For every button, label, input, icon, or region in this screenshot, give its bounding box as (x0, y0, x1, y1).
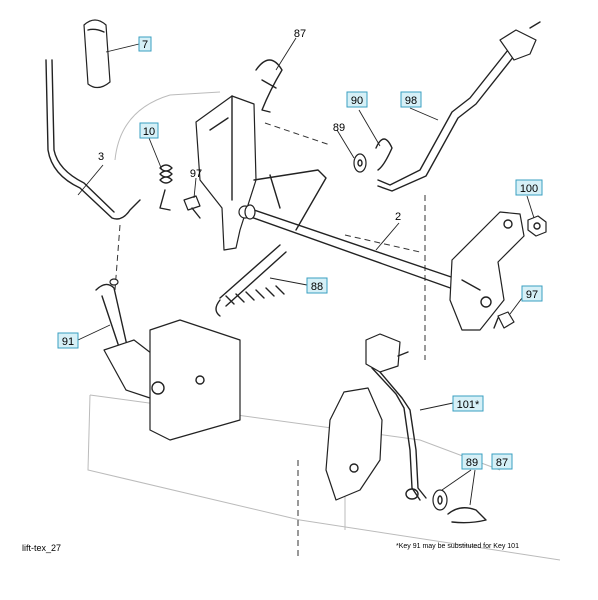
part-10-spring (159, 164, 173, 211)
svg-text:90: 90 (351, 95, 363, 107)
center-bracket (195, 95, 257, 251)
callout-3[interactable]: 3 (98, 151, 104, 163)
dashed-guides (114, 122, 426, 560)
svg-text:97: 97 (526, 289, 538, 301)
svg-text:88: 88 (311, 281, 323, 293)
svg-text:100: 100 (520, 183, 538, 195)
part-98-rod (377, 21, 541, 192)
part-97-bolt-right (493, 311, 515, 329)
diagram-id-label: lift-tex_27 (22, 543, 62, 553)
left-bracket (103, 319, 241, 441)
part-7-handle-grip (83, 19, 111, 89)
part-3-lift-handle (45, 59, 141, 220)
svg-text:3: 3 (98, 151, 104, 163)
svg-text:10: 10 (143, 126, 155, 138)
part-89-washer-lower (432, 489, 448, 511)
callout-90[interactable]: 90 (346, 91, 368, 108)
svg-text:2: 2 (395, 211, 401, 223)
callout-97-upper[interactable]: 97 (190, 168, 202, 180)
callout-101[interactable]: 101* (452, 395, 484, 412)
callout-87-lower[interactable]: 87 (491, 453, 513, 470)
callout-7[interactable]: 7 (138, 36, 152, 52)
part-100-nut (527, 215, 547, 237)
callout-2[interactable]: 2 (395, 211, 401, 223)
svg-text:97: 97 (190, 168, 202, 180)
callout-10[interactable]: 10 (139, 122, 159, 139)
callout-91[interactable]: 91 (57, 332, 79, 349)
part-87-hairpin-upper (255, 59, 283, 113)
callout-89-upper[interactable]: 89 (333, 122, 345, 134)
callout-100[interactable]: 100 (515, 179, 543, 196)
callout-88[interactable]: 88 (306, 277, 328, 294)
svg-text:98: 98 (405, 95, 417, 107)
svg-text:87: 87 (496, 457, 508, 469)
svg-text:7: 7 (142, 39, 148, 51)
callout-87-upper[interactable]: 87 (294, 28, 306, 40)
part-87-hairpin-lower (447, 507, 487, 524)
substitution-note: *Key 91 may be substituted for Key 101 (396, 543, 519, 550)
part-101-rod (365, 333, 427, 501)
part-2-lift-shaft (244, 204, 461, 291)
part-97-bolt-upper (183, 195, 201, 219)
leader-lines (77, 37, 535, 506)
svg-text:87: 87 (294, 28, 306, 40)
callout-89-lower[interactable]: 89 (461, 453, 483, 470)
callout-98[interactable]: 98 (400, 91, 422, 108)
svg-text:89: 89 (333, 122, 345, 134)
part-90-clip (375, 138, 393, 171)
lower-right-bracket (325, 387, 383, 501)
callout-97-right[interactable]: 97 (521, 285, 543, 302)
part-89-washer-upper (353, 153, 367, 173)
svg-text:101*: 101* (457, 399, 480, 411)
right-lift-arm (449, 211, 525, 331)
part-88-spring (215, 244, 287, 317)
svg-text:89: 89 (466, 457, 478, 469)
svg-text:91: 91 (62, 336, 74, 348)
part-91-lift-link (95, 278, 129, 351)
